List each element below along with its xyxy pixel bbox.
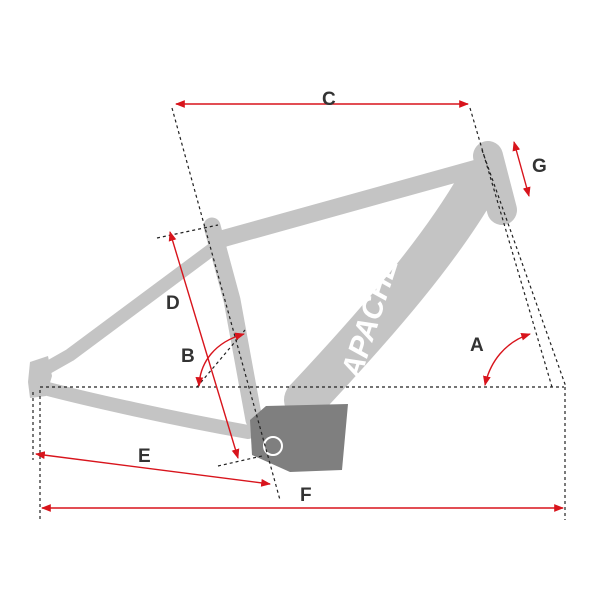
dimension-label-g: G xyxy=(532,156,547,177)
dimension-label-c: C xyxy=(322,89,336,110)
dimension-g-line xyxy=(512,141,531,197)
head-tube xyxy=(473,141,517,225)
down-tube xyxy=(284,163,499,421)
dimension-label-b: B xyxy=(181,346,195,367)
head-tube-guide-outer xyxy=(469,107,553,388)
bottom-bracket-circle xyxy=(263,436,283,456)
dimension-e-line xyxy=(35,451,271,487)
head-tube-guide-inner xyxy=(481,149,567,388)
dimension-lines xyxy=(35,100,564,512)
top-tube xyxy=(209,156,497,249)
guide-lines xyxy=(32,107,567,520)
dimension-b-arc xyxy=(195,332,245,387)
bike-frame: APACHE xyxy=(28,141,517,472)
bb-drop-guide xyxy=(217,455,263,467)
dimension-label-f: F xyxy=(300,485,312,506)
dimension-label-e: E xyxy=(138,446,151,467)
dimension-label-d: D xyxy=(166,293,180,314)
seat-tube-axis-guide xyxy=(171,107,281,501)
dimension-a-arc xyxy=(483,332,531,386)
motor-housing xyxy=(250,404,348,472)
dimension-label-a: A xyxy=(470,335,484,356)
chain-stay xyxy=(37,381,255,439)
dimension-labels: C G D B A E F xyxy=(138,89,547,506)
